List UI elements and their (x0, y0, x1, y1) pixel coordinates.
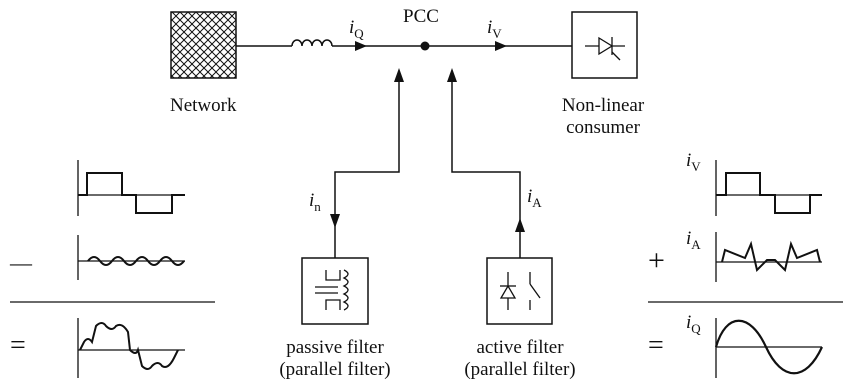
active-filter-block (486, 257, 553, 325)
passive-filter-label: passive filter (parallel filter) (270, 337, 400, 381)
in-main: i (309, 190, 315, 211)
iq-sub: Q (354, 25, 364, 41)
right-iv-label: iV (686, 150, 701, 175)
thyristor-icon (585, 36, 625, 61)
in-arrow-down (330, 214, 340, 228)
active-line1: active filter (476, 337, 564, 358)
consumer-line1: Non-linear (561, 95, 645, 116)
network-block (170, 11, 237, 79)
passive-filter-block (301, 257, 369, 325)
right-iq-label: iQ (686, 312, 701, 337)
iq-label: iQ (349, 17, 364, 42)
pcc-node (420, 41, 430, 51)
equals-sign-right: = (648, 330, 664, 361)
diode-switch-icon (499, 272, 541, 310)
capacitor-inductor-icon (315, 269, 349, 311)
in-label: in (309, 190, 321, 215)
ia-main: i (527, 186, 533, 207)
consumer-block (571, 11, 638, 79)
ia-arrow-top (447, 68, 457, 82)
in-arrow-up (394, 68, 404, 82)
network-label: Network (170, 95, 237, 116)
ripple-wave-left (87, 256, 185, 266)
consumer-line2: consumer (566, 116, 640, 138)
active-filter-label: active filter (parallel filter) (455, 337, 585, 381)
passive-line1: passive filter (286, 337, 384, 358)
right-ia-sub: A (691, 236, 701, 252)
ia-sub: A (532, 194, 542, 210)
passive-line2: (parallel filter) (279, 358, 391, 380)
left-waveforms (10, 160, 215, 378)
inductor-icon (291, 39, 333, 47)
right-ia-main: i (686, 228, 692, 249)
consumer-label: Non-linear consumer (548, 95, 658, 139)
iv-sub: V (492, 25, 502, 41)
active-branch (451, 75, 521, 258)
right-waveforms (648, 160, 843, 378)
active-line2: (parallel filter) (464, 358, 576, 380)
plus-sign: + (648, 244, 665, 277)
iv-arrow (495, 41, 507, 51)
iq-main: i (349, 17, 355, 38)
pcc-label: PCC (403, 6, 439, 27)
right-iv-sub: V (691, 158, 701, 174)
iv-label: iV (487, 17, 502, 42)
main-line (236, 39, 572, 47)
right-iq-sub: Q (691, 320, 701, 336)
minus-sign: — (10, 250, 32, 275)
passive-branch (334, 75, 400, 258)
iq-arrow (355, 41, 367, 51)
right-ia-label: iA (686, 228, 701, 253)
right-iv-main: i (686, 150, 692, 171)
ia-label: iA (527, 186, 542, 211)
sine-wave-right (714, 319, 824, 375)
sawtooth-wave-right (721, 240, 821, 272)
ia-arrow-up (515, 218, 525, 232)
distorted-wave-left (79, 322, 179, 370)
iv-main: i (487, 17, 493, 38)
right-iq-main: i (686, 312, 692, 333)
equals-sign-left: = (10, 330, 26, 361)
in-sub: n (314, 198, 321, 214)
